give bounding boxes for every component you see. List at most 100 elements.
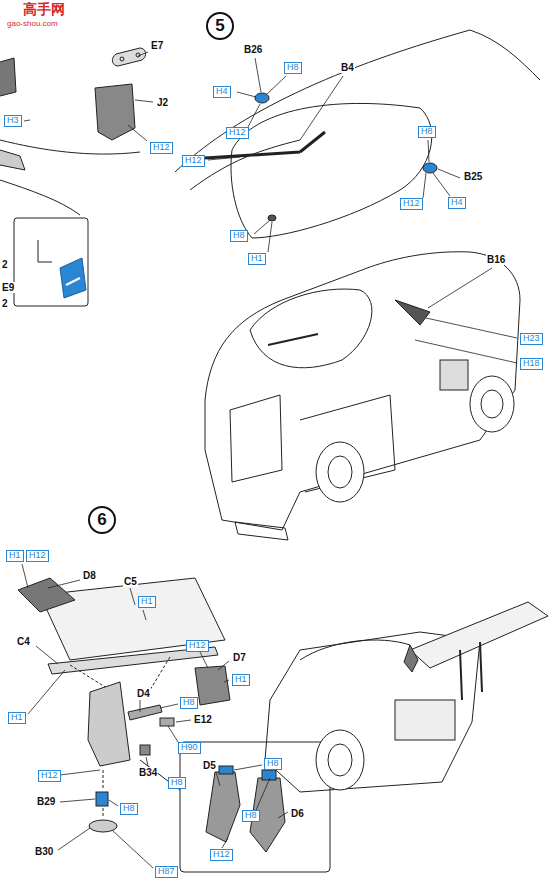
paint-code: H12	[38, 770, 61, 782]
leader-line	[268, 222, 272, 252]
body-edge	[300, 640, 410, 660]
body-edge	[0, 140, 140, 215]
assembly-line	[103, 770, 104, 790]
part-number: B30	[34, 846, 54, 857]
paint-area	[262, 770, 276, 780]
leader-line	[128, 125, 147, 141]
leader-line	[208, 157, 240, 160]
stay	[88, 682, 130, 766]
wheel	[316, 730, 364, 790]
leader-line	[415, 340, 517, 363]
body-panel	[230, 395, 395, 492]
part-b16	[395, 300, 430, 325]
part-number: B16	[486, 254, 506, 265]
watermark: gao-shou.com	[6, 20, 59, 29]
leader-line	[278, 812, 288, 818]
car-body	[205, 252, 520, 530]
paint-code: H1	[6, 550, 24, 562]
leader-line	[237, 92, 256, 97]
step-number: 6	[88, 506, 116, 534]
part-number: D4	[136, 688, 151, 699]
hole	[120, 57, 124, 61]
leader-line	[143, 610, 146, 620]
washer	[268, 215, 276, 221]
leader-line	[222, 838, 228, 848]
part-number: E9	[1, 282, 15, 293]
paint-code: H4	[213, 86, 231, 98]
paint-code: H8	[284, 62, 302, 74]
paint-code: H8	[242, 810, 260, 822]
hub	[481, 390, 503, 418]
leader-line	[58, 828, 90, 850]
leader-line	[267, 76, 286, 94]
assembly-line	[103, 808, 104, 818]
step-number: 5	[206, 12, 234, 40]
leader-line	[28, 670, 65, 714]
leader-line	[160, 704, 178, 708]
leader-line	[428, 140, 429, 162]
part-number: B25	[463, 171, 483, 182]
body-edge	[190, 140, 300, 190]
paint-code: H8	[264, 758, 282, 770]
paint-code: H23	[520, 333, 543, 345]
leader-line	[22, 564, 28, 588]
paint-code: H4	[448, 197, 466, 209]
paint-code: H8	[168, 777, 186, 789]
wheel	[470, 376, 514, 432]
wiper-b4	[205, 132, 325, 158]
pin-d4	[128, 705, 162, 720]
part-number: 2	[1, 259, 9, 270]
wheel	[316, 442, 364, 502]
part-number: B34	[138, 767, 158, 778]
wiper	[268, 334, 318, 345]
part-b34	[140, 745, 150, 755]
leader-line	[218, 661, 229, 670]
part-number: C5	[123, 576, 138, 587]
paint-area	[219, 766, 233, 774]
part-number: E12	[193, 714, 213, 725]
radiator	[440, 360, 468, 390]
leader-line	[60, 799, 95, 802]
paint-code: H12	[210, 849, 233, 861]
part-e7	[112, 48, 145, 66]
part-j2	[95, 84, 135, 140]
leader-line	[256, 778, 270, 810]
leader-line	[168, 726, 178, 742]
inset-detail	[38, 240, 52, 262]
mirror-b26	[255, 93, 269, 103]
paint-code: H3	[4, 115, 22, 127]
leader-line	[255, 58, 261, 92]
part-fragment	[0, 58, 16, 96]
part-number: D5	[202, 760, 217, 771]
paint-code: H12	[226, 127, 249, 139]
part-number: J2	[156, 97, 169, 108]
cockpit	[250, 289, 372, 368]
watermark: 高手网	[22, 2, 66, 17]
part-number: B29	[36, 796, 56, 807]
part-b29	[96, 792, 108, 806]
leader-line	[428, 268, 492, 308]
paint-code: H8	[180, 697, 198, 709]
paint-code: H8	[120, 803, 138, 815]
part-number: D6	[290, 808, 305, 819]
inset-box	[180, 742, 330, 872]
part-d5	[206, 772, 240, 842]
paint-code: H12	[186, 640, 209, 652]
leader-line	[112, 830, 153, 868]
paint-code: H1	[8, 712, 26, 724]
wing-stay	[460, 642, 482, 700]
gearbox	[395, 700, 455, 740]
windshield	[231, 103, 432, 238]
part-number: B4	[340, 62, 355, 73]
splitter	[235, 522, 288, 540]
leader-line	[176, 720, 191, 722]
leader-line	[24, 120, 30, 121]
leader-line	[438, 169, 460, 178]
leader-line	[254, 220, 270, 234]
leader-line	[36, 646, 58, 664]
leader-line	[135, 100, 153, 102]
leader-line	[224, 680, 229, 682]
leader-line	[423, 173, 426, 198]
